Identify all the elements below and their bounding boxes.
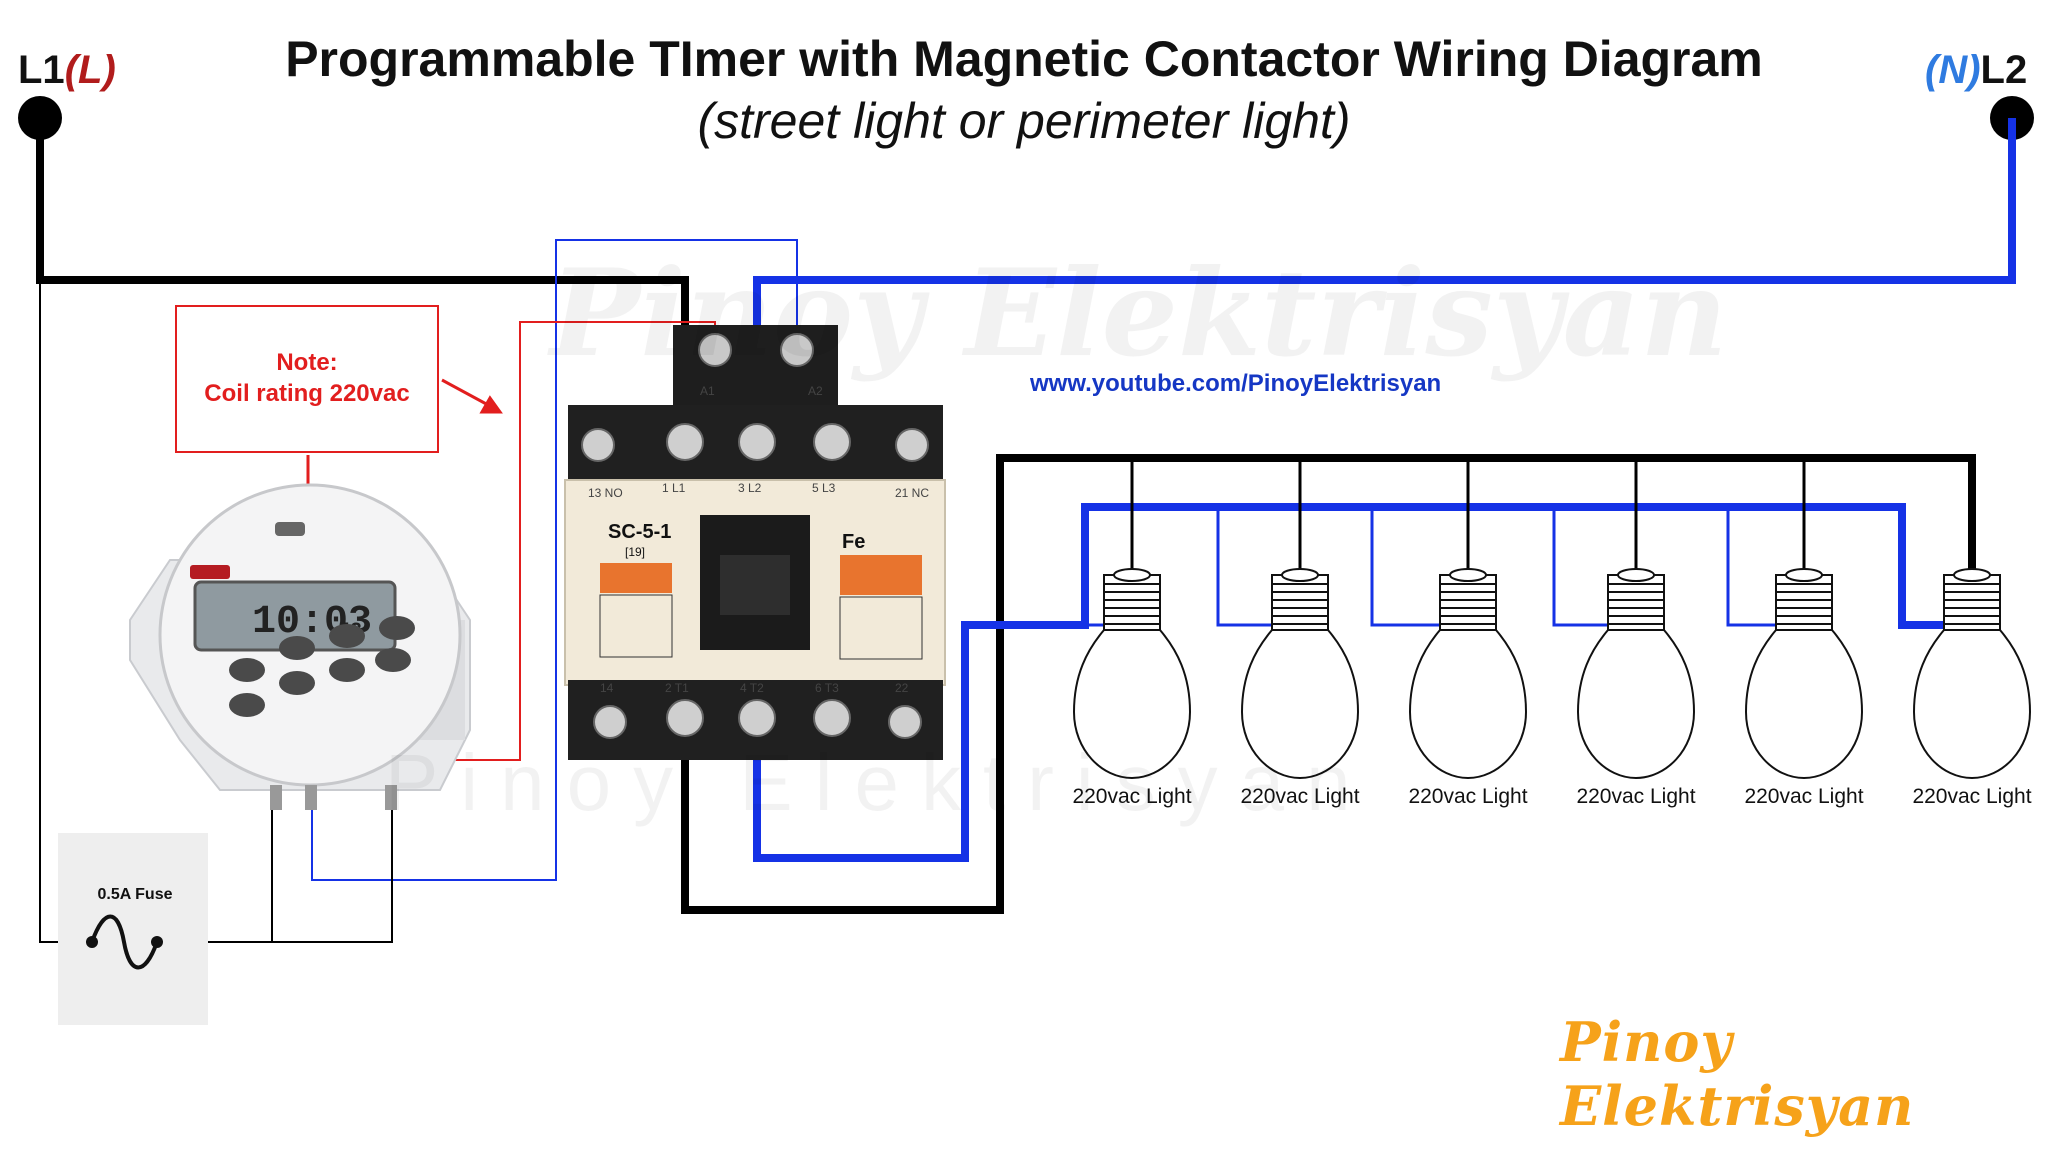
l1-label: L1 [18,48,65,92]
light-label-5: 220vac Light [1744,785,1864,808]
light-bulb-icon [1240,568,1360,780]
diagram-subtitle: (street light or perimeter light) [697,93,1351,149]
bottom-screws [593,699,922,739]
light-label-6: 220vac Light [1912,785,2032,808]
timer-manual-button [275,522,305,536]
watermark-top: Pinoy Elektrisyan [547,243,1728,384]
light-bulb-icon [1408,568,1528,780]
contactor-top-term-3: 5 L3 [812,481,836,495]
load-line-wire [681,454,1976,914]
contactor-left-tag [600,563,672,593]
youtube-url: www.youtube.com/PinoyElektrisyan [1030,370,1442,397]
contactor-coil-a1: A1 [700,384,715,398]
contactor-left-table [599,594,673,658]
timer-buttons [229,616,415,717]
contactor-top-term-0: 13 NO [588,486,623,500]
contactor-top-term-4: 21 NC [895,486,929,500]
contactor-top-term-2: 3 L2 [738,481,762,495]
fuse [58,833,208,1025]
l2-terminal-label: (N)L2 [1925,48,2027,93]
contactor-bottom-term-0: 14 [600,681,614,695]
contactor-model: SC-5-1 [608,521,671,543]
timer-led [190,565,230,579]
light-bulb-icon [1072,568,1192,780]
contactor-right-tag [840,555,922,595]
brand-logo: Pinoy Elektrisyan [1560,1010,1915,1138]
contactor-model-sub: [19] [625,545,645,559]
contactor-bottom-term-4: 22 [895,681,909,695]
note-text: Coil rating 220vac [204,380,410,407]
contactor-bottom-term-1: 2 T1 [665,681,689,695]
l2-label: L2 [1980,48,2028,92]
contactor-bottom-term-2: 4 T2 [740,681,764,695]
fe-logo-icon: Fe [842,531,865,553]
contactor-bottom-term-3: 6 T3 [815,681,839,695]
coil-note: Note: Coil rating 220vac [175,305,439,453]
fuse-out-wire [150,790,393,943]
l1-terminal-label: L1(L) [18,48,116,93]
note-heading: Note: [276,349,338,376]
watermark-bottom: Pinoy Elektrisyan [385,738,1373,827]
light-label-1: 220vac Light [1072,785,1192,808]
light-label-3: 220vac Light [1408,785,1528,808]
fuse-symbol-icon [90,914,159,970]
contactor-right-table [839,596,923,660]
light-bulb-icon [1576,568,1696,780]
top-screws [581,423,929,462]
light-label-4: 220vac Light [1576,785,1696,808]
fuse-label: 0.5A Fuse [97,886,173,903]
contactor-coil-a2: A2 [808,384,823,398]
l1-paren: (L) [64,48,116,92]
digital-timer: 10:03 53 [129,483,471,810]
light-bulb-icon [1744,568,1864,780]
n-paren: (N) [1925,48,1981,92]
light-drops-blue [1085,507,1782,627]
magnetic-contactor: SC-5-1 [19] Fe 13 NO 1 L1 3 L2 5 L3 21 N… [564,325,946,760]
light-label-2: 220vac Light [1240,785,1360,808]
light-drops-black [1130,458,1806,575]
diagram-title: Programmable TImer with Magnetic Contact… [285,31,1763,87]
contactor-top-term-1: 1 L1 [662,481,686,495]
light-bulb-icon [1912,568,2032,780]
light-bulbs [1072,568,2032,780]
coil-a2-wire [311,239,798,881]
